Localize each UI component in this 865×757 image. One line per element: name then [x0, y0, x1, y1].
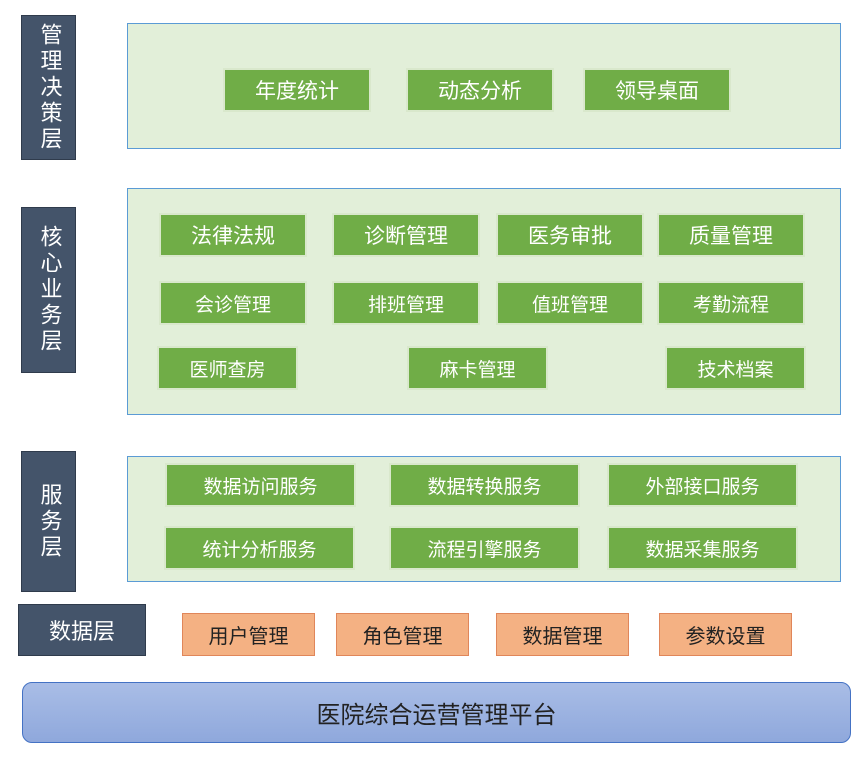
service-data-collection[interactable]: 数据采集服务	[607, 526, 798, 570]
platform-title: 医院综合运营管理平台	[316, 701, 557, 729]
service-external-interface[interactable]: 外部接口服务	[607, 463, 798, 507]
module-scheduling-management[interactable]: 排班管理	[332, 281, 480, 325]
layer-label-data: 数据层	[18, 604, 146, 656]
module-diagnosis-management[interactable]: 诊断管理	[332, 213, 480, 257]
data-data-management[interactable]: 数据管理	[496, 613, 629, 656]
layer-label-core: 核心业务层	[21, 207, 76, 373]
module-laws-regulations[interactable]: 法律法规	[159, 213, 307, 257]
layer-label-data-text: 数据层	[48, 620, 115, 645]
platform-base: 医院综合运营管理平台	[22, 682, 851, 743]
service-data-conversion[interactable]: 数据转换服务	[389, 463, 580, 507]
module-leader-desktop[interactable]: 领导桌面	[583, 68, 731, 112]
module-narcotic-card-management[interactable]: 麻卡管理	[407, 346, 548, 390]
module-attendance-process[interactable]: 考勤流程	[657, 281, 805, 325]
module-annual-statistics[interactable]: 年度统计	[223, 68, 371, 112]
module-consultation-management[interactable]: 会诊管理	[159, 281, 307, 325]
service-statistical-analysis[interactable]: 统计分析服务	[164, 526, 355, 570]
layer-label-core-text: 核心业务层	[36, 225, 62, 355]
service-data-access[interactable]: 数据访问服务	[165, 463, 356, 507]
module-duty-management[interactable]: 值班管理	[496, 281, 644, 325]
layer-label-management: 管理决策层	[21, 15, 76, 160]
data-user-management[interactable]: 用户管理	[182, 613, 315, 656]
layer-label-management-text: 管理决策层	[36, 22, 62, 153]
module-dynamic-analysis[interactable]: 动态分析	[406, 68, 554, 112]
module-technical-archives[interactable]: 技术档案	[665, 346, 806, 390]
data-role-management[interactable]: 角色管理	[336, 613, 469, 656]
layer-label-service-text: 服务层	[36, 482, 62, 561]
module-medical-approval[interactable]: 医务审批	[496, 213, 644, 257]
module-physician-rounds[interactable]: 医师查房	[157, 346, 298, 390]
data-parameter-settings[interactable]: 参数设置	[659, 613, 792, 656]
layer-label-service: 服务层	[21, 451, 76, 592]
service-workflow-engine[interactable]: 流程引擎服务	[389, 526, 580, 570]
module-quality-management[interactable]: 质量管理	[657, 213, 805, 257]
